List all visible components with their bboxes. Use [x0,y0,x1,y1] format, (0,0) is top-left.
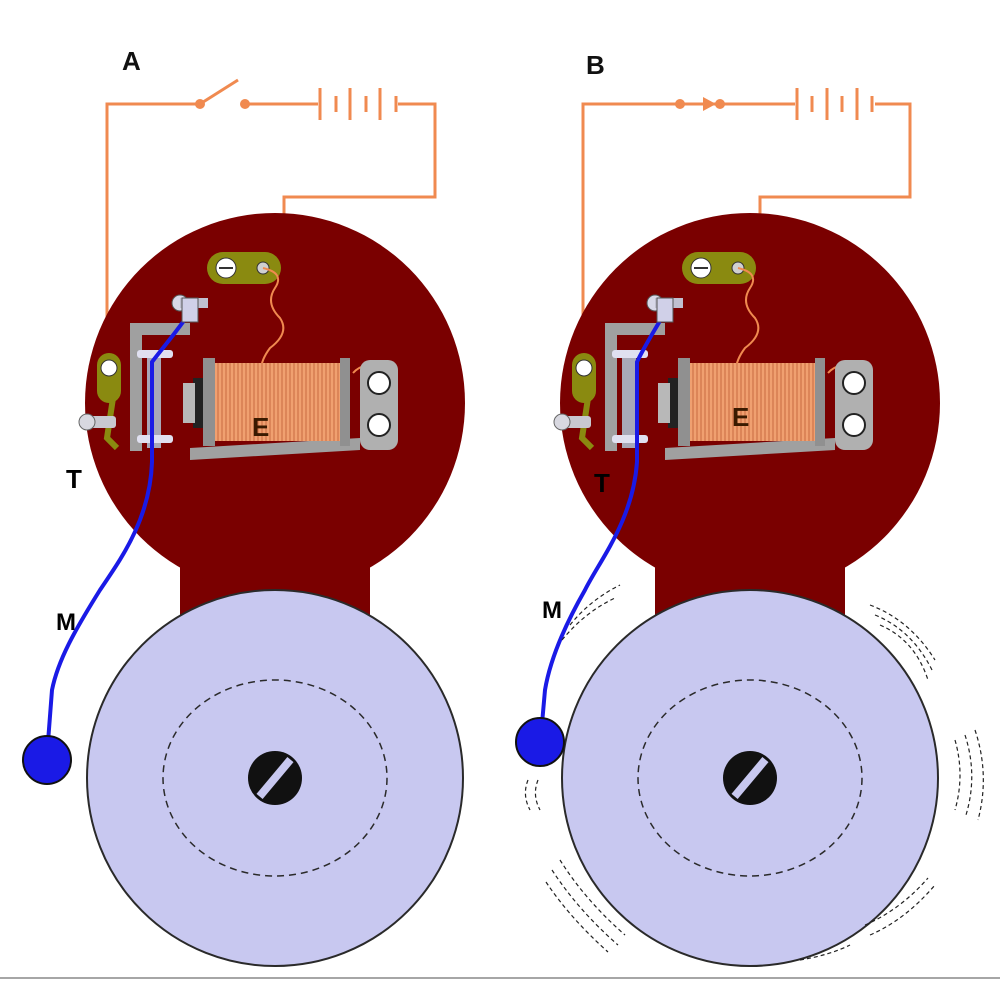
panel-b-label-m: M [542,597,562,624]
panel-b-label-t: T [594,468,610,498]
panel-a-bell-unit [79,213,465,966]
panel-a-battery [318,88,398,120]
panel-b-label-e: E [732,402,749,432]
panel-b-hammer-ball [515,717,565,767]
panel-b-bell-unit [554,213,940,966]
panel-a: A E T M [22,46,465,966]
panel-b-hammer-pivot [656,297,674,323]
panel-b: B [515,50,984,966]
panel-a-hammer-ball [22,735,72,785]
panel-a-switch-open [195,78,250,109]
panel-b-label: B [586,50,605,80]
panel-b-vibration-marks [524,584,984,961]
panel-b-hammer-arm [539,311,667,736]
panel-b-switch-closed [675,97,725,111]
panel-b-battery [795,88,874,120]
panel-a-hammer-arm [45,310,192,756]
panel-a-hammer-pivot [181,297,199,323]
panel-a-label-e: E [252,412,269,442]
panel-a-label-m: M [56,609,76,636]
panel-a-label-t: T [66,464,82,494]
panel-a-label: A [122,46,141,76]
